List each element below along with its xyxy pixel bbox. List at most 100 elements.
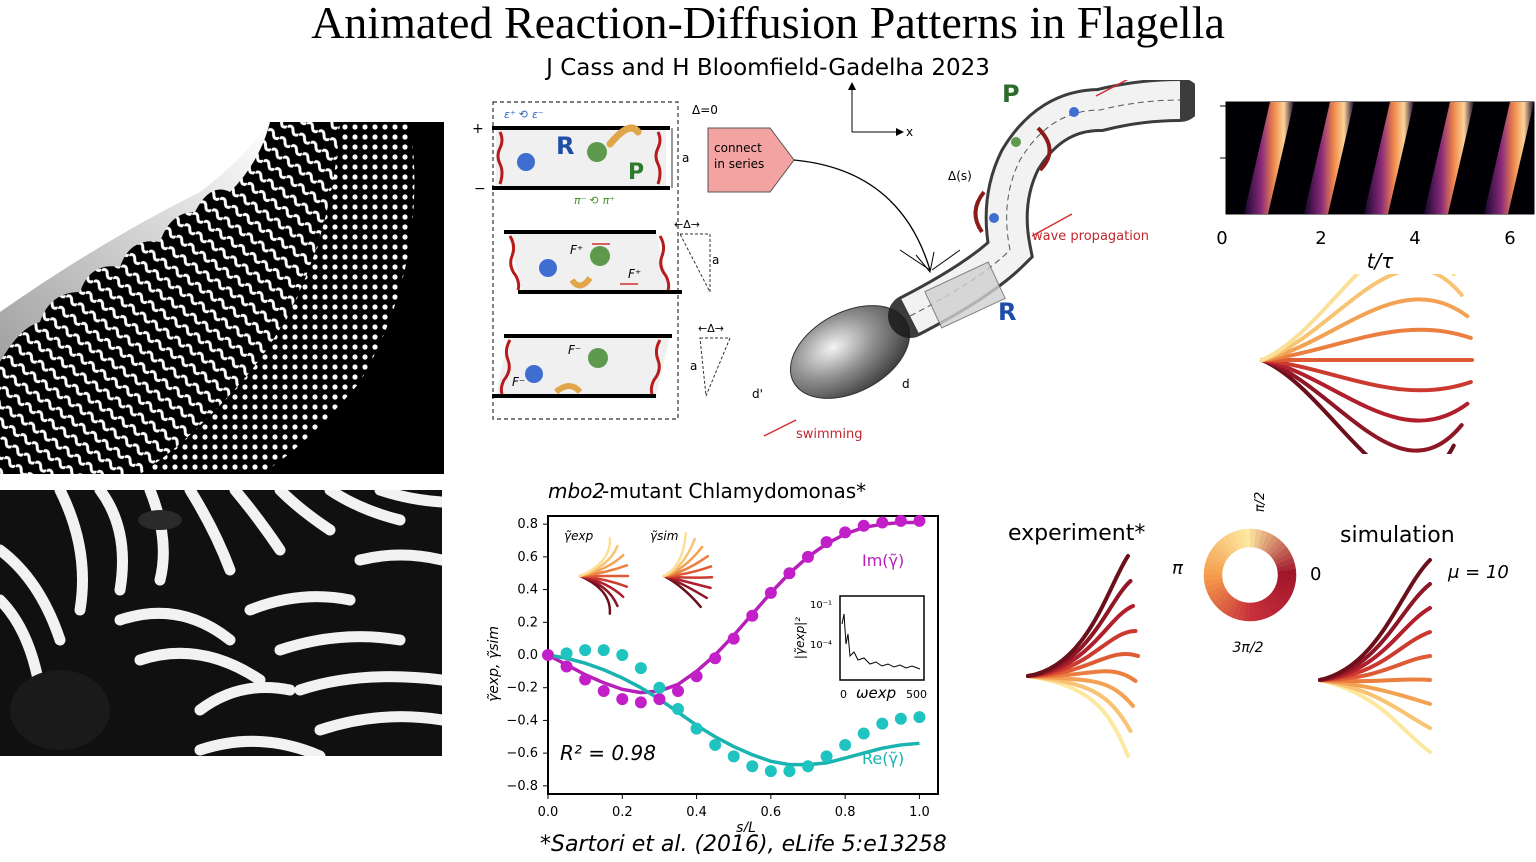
data-point [542, 649, 554, 661]
spec-xtick-0: 0 [840, 688, 847, 701]
spec-ytick-1: 10⁻¹ [810, 600, 832, 611]
data-point [820, 750, 833, 763]
y-tick-label: −0.4 [506, 713, 538, 728]
pi-label: π⁻ ⟲ π⁺ [574, 194, 615, 207]
phase-three-pi-half: 3π/2 [1233, 640, 1264, 656]
chart-title-suffix: -mutant Chlamydomonas* [602, 479, 866, 503]
waveform-curve [662, 531, 688, 578]
x-tick-label: 0.2 [612, 805, 633, 820]
data-point [616, 693, 629, 706]
data-point [579, 673, 592, 686]
waveform-fan [1260, 274, 1474, 454]
spectrum-inset [839, 595, 925, 681]
data-point [653, 681, 666, 694]
data-point [727, 632, 740, 645]
F-minus-label-2: F⁻ [512, 375, 525, 389]
a-label-2: a [712, 253, 719, 267]
delta-zero-label: Δ=0 [692, 103, 718, 117]
citation: *Sartori et al. (2016), eLife 5:e13258 [540, 832, 947, 857]
data-point [597, 684, 610, 697]
y-tick-label: −0.2 [506, 681, 538, 696]
kymo-tick-0: 0 [1216, 228, 1227, 249]
experiment-label: experiment* [1008, 521, 1145, 546]
authors-line: J Cass and H Bloomfield-Gadelha 2023 [546, 55, 990, 81]
data-point [560, 660, 573, 673]
y-tick-label: 0.0 [517, 648, 538, 663]
data-point [913, 514, 926, 527]
inset-exp-label: γ̃exp [564, 529, 594, 543]
data-point [820, 536, 833, 549]
waveform-curve [1260, 274, 1464, 362]
zebra-photo [0, 490, 442, 756]
mu-label: μ = 10 [1447, 562, 1509, 583]
series-line-3 [547, 653, 920, 767]
data-point [839, 738, 852, 751]
data-point [783, 567, 796, 580]
data-point [690, 722, 703, 735]
phase-pi-half: π/2 [1253, 492, 1268, 512]
simulation-curve [1318, 678, 1432, 754]
data-point [802, 550, 814, 563]
inset-sim-label: γ̃sim [650, 529, 678, 543]
data-point [672, 684, 684, 697]
F-plus-label-2: F⁺ [628, 267, 641, 281]
P-label-2: P [1002, 80, 1020, 108]
data-point [616, 649, 629, 661]
x-axis-label: x [906, 125, 913, 139]
kymo-xlabel: t/τ [1367, 249, 1395, 273]
y-tick-label: 0.4 [517, 583, 538, 598]
spec-xlabel: ωexp [856, 684, 896, 702]
data-point [839, 526, 852, 539]
waveform-curve [1260, 297, 1470, 362]
a-label-3: a [690, 359, 697, 373]
minus-label: − [474, 181, 486, 197]
waveform-curve [578, 537, 612, 578]
data-point [690, 670, 703, 683]
F-plus-label-1: F⁺ [570, 243, 583, 257]
connect-label-2: in series [714, 157, 764, 171]
d-prime-label: d' [752, 387, 763, 401]
y-tick-label: 0.8 [517, 517, 538, 532]
d-label: d [902, 377, 910, 391]
phase-ring-segment [1277, 574, 1297, 582]
phase-zero: 0 [1310, 564, 1321, 585]
data-point [764, 765, 777, 778]
data-point [746, 609, 759, 622]
x-tick-label: 0.6 [761, 805, 782, 820]
data-point [672, 702, 684, 715]
P-label-1: P [628, 160, 644, 185]
swimming-label: swimming [796, 427, 862, 442]
re-label: Re(γ̃) [862, 749, 904, 768]
spec-xtick-500: 500 [906, 688, 927, 701]
chart-ylabel: γ̃exp, γ̃sim [486, 626, 502, 702]
kymo-tick-4: 4 [1409, 228, 1420, 249]
R-label-1: R [556, 132, 574, 160]
x-tick-label: 0.8 [835, 805, 856, 820]
kymo-tick-6: 6 [1504, 228, 1515, 249]
spectrum-line [841, 613, 921, 670]
waveform-curve [1260, 358, 1456, 454]
simulation-label: simulation [1340, 523, 1455, 548]
a-label-1: a [682, 151, 689, 165]
y-tick-label: −0.6 [506, 746, 538, 761]
data-point [746, 760, 759, 773]
motor-schematic-diagram: Δ=0 + − ε⁺ ⟲ ε⁻ R P a π⁻ ⟲ π⁺ F⁺ F⁺ ←Δ→ … [472, 80, 1195, 442]
x-tick-label: 0.4 [686, 805, 707, 820]
data-point [876, 516, 889, 529]
reaction-diffusion-image [0, 122, 444, 474]
im-label: Im(γ̃) [862, 551, 904, 570]
phase-comparison: experiment* simulation μ = 10 π/2 π 0 3π… [1008, 492, 1509, 758]
experiment-curve [1026, 554, 1130, 678]
data-point [783, 765, 796, 778]
simulation-curve [1318, 678, 1432, 706]
y-tick-label: 0.2 [517, 615, 538, 630]
chart-title-prefix: mbo2 [548, 479, 605, 503]
epsilon-label: ε⁺ ⟲ ε⁻ [504, 108, 544, 121]
wave-propagation-label: wave propagation [1032, 229, 1149, 244]
data-point [857, 519, 870, 532]
plus-label: + [472, 121, 484, 137]
connect-label-1: connect [714, 141, 762, 155]
delta-s-label: Δ(s) [948, 169, 972, 183]
kymograph-chart: 0 2 4 6 t/τ [1216, 101, 1535, 273]
data-point [634, 696, 647, 709]
